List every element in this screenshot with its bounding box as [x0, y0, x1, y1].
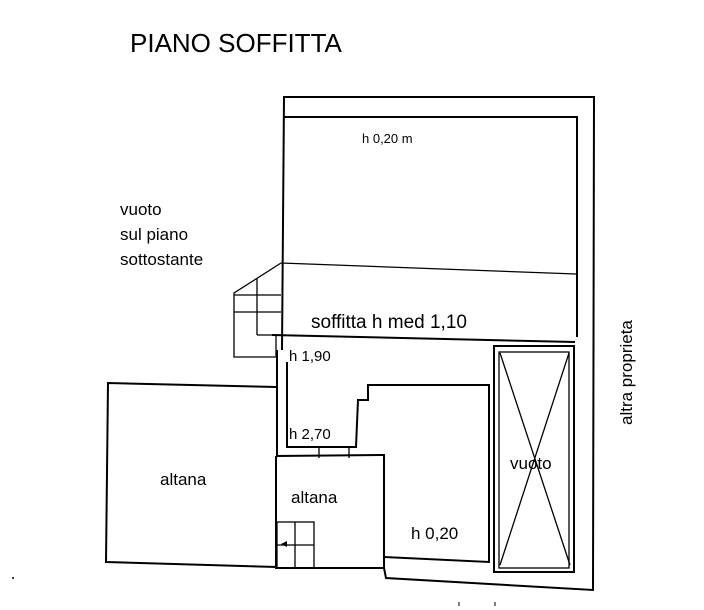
room-h020-walls [383, 385, 490, 564]
arrow-icon [281, 541, 287, 547]
top-room-height-label: h 0,20 m [362, 131, 413, 146]
void-label: vuoto [510, 454, 552, 473]
h190-label: h 1,90 [289, 348, 331, 365]
neighbor-property-label: altra proprieta [617, 320, 636, 425]
void-below-label-2: sul piano [120, 225, 188, 244]
void-shaft [493, 345, 575, 573]
void-below-label-1: vuoto [120, 200, 162, 219]
attic-label: soffitta h med 1,10 [311, 312, 467, 333]
h020-label: h 0,20 [411, 524, 458, 543]
attic-bottom-wall [271, 334, 576, 343]
plan-title: PIANO SOFFITTA [130, 28, 343, 58]
outer-walls [281, 96, 596, 592]
altana-left-walls [104, 381, 278, 568]
void-below-label-3: sottostante [120, 250, 203, 269]
stray-dot [12, 577, 14, 579]
altana-left-label: altana [160, 470, 207, 489]
h270-label: h 2,70 [289, 426, 331, 443]
slope-line [280, 262, 577, 275]
altana-small-walls [275, 453, 385, 569]
stair-upper [233, 262, 282, 358]
altana-small-label: altana [291, 488, 338, 507]
